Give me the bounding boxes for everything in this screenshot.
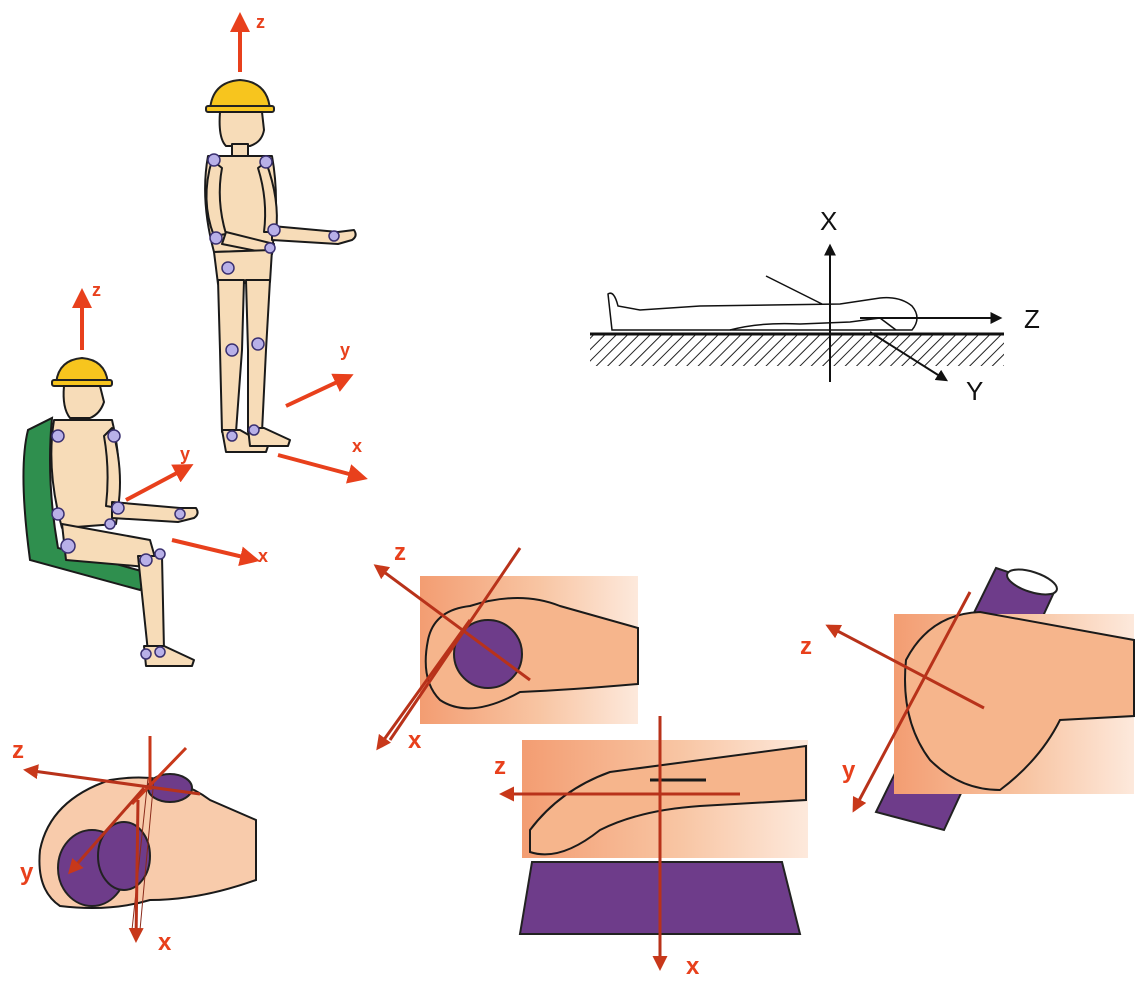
- palm-flat-hand: z x: [494, 716, 808, 980]
- standing-figure: z y x: [204, 12, 368, 484]
- seated-x-axis: [171, 538, 260, 567]
- supine-z-label: Z: [1024, 304, 1040, 334]
- grip-cylinder-hand: z y x: [12, 736, 257, 956]
- cyl-grip-z-label: z: [12, 737, 24, 764]
- palm-x-label: x: [686, 953, 700, 980]
- palm-z-label: z: [494, 753, 506, 780]
- seated-x-label: x: [258, 546, 268, 566]
- standing-x-label: x: [352, 436, 362, 456]
- standing-y-label: y: [340, 340, 350, 360]
- grip-handle-hand: z y: [800, 566, 1135, 832]
- ball-grip-x-axis: [376, 619, 472, 751]
- handle-z-label: z: [800, 633, 812, 660]
- handle-y-axis: [852, 591, 972, 813]
- standing-y-axis: [285, 373, 354, 408]
- seated-z-label: z: [92, 280, 101, 300]
- cyl-grip-x-label: x: [158, 929, 172, 956]
- cyl-grip-y-label: y: [20, 859, 34, 886]
- grip-ball-hand: z x: [373, 539, 639, 754]
- cyl-grip-z-axis: [23, 764, 201, 796]
- ball-grip-x-label: x: [408, 727, 422, 754]
- seated-figure: z y x: [22, 280, 268, 667]
- standing-z-label: z: [256, 12, 265, 32]
- standing-x-axis: [277, 453, 368, 484]
- seated-y-axis: [125, 464, 194, 502]
- supine-x-label: X: [820, 206, 837, 236]
- ball-grip-z-label-text: z: [394, 539, 406, 566]
- supine-figure: X Z Y: [590, 206, 1040, 406]
- supine-y-axis: [869, 331, 949, 382]
- supine-y-label: Y: [966, 376, 983, 406]
- cyl-grip-x-axis: [128, 799, 144, 943]
- handle-y-label: y: [842, 757, 856, 784]
- seated-y-label: y: [180, 444, 190, 464]
- cyl-grip-y-axis: [68, 787, 146, 875]
- ball-grip-z-axis: [373, 564, 531, 682]
- handle-z-axis: [825, 624, 985, 710]
